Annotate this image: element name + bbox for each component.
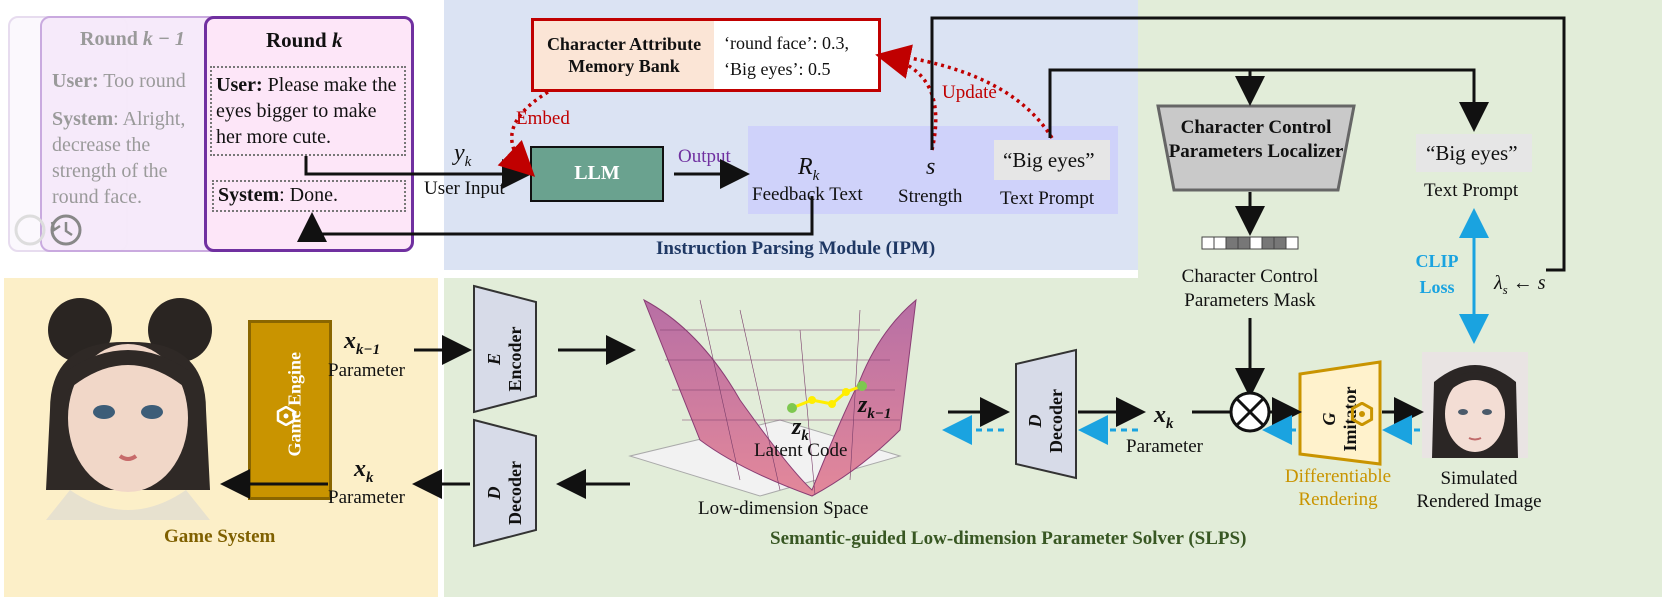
prompt-value-slps: “Big eyes” bbox=[1426, 141, 1518, 165]
low-dim-space-label: Low-dimension Space bbox=[698, 498, 869, 519]
llm-label: LLM bbox=[574, 162, 620, 184]
diff-render-label-2: Rendering bbox=[1298, 489, 1378, 510]
lambda-assign: λs ← s bbox=[1494, 272, 1546, 297]
simulated-label-2: Rendered Image bbox=[1416, 491, 1542, 512]
embed-label: Embed bbox=[516, 108, 570, 129]
s-symbol: s bbox=[926, 154, 936, 180]
output-label: Output bbox=[678, 146, 731, 167]
memory-entry-1: ‘round face’: 0.3, bbox=[724, 33, 849, 53]
current-round-title: Round k bbox=[266, 28, 343, 52]
prompt-value-ipm: “Big eyes” bbox=[1003, 148, 1095, 172]
simulated-face-image bbox=[1422, 352, 1528, 458]
prev-user-message: User: Too round bbox=[52, 70, 186, 92]
parameter-label-2: Parameter bbox=[328, 487, 406, 508]
llm-box bbox=[530, 146, 664, 202]
user-input-label: User Input bbox=[424, 178, 505, 199]
diff-render-label-1: Differentiable bbox=[1284, 466, 1392, 487]
ipm-title: Instruction Parsing Module (IPM) bbox=[656, 238, 936, 259]
r-symbol: Rk bbox=[798, 154, 820, 184]
x-km1-symbol: xk−1 bbox=[344, 328, 381, 358]
prompt-box-slps bbox=[1416, 134, 1532, 172]
prev-round-title: Round k − 1 bbox=[80, 28, 185, 50]
latent-code-label: Latent Code bbox=[754, 440, 848, 461]
game-character-portrait bbox=[10, 290, 240, 520]
simulated-label-1: Simulated bbox=[1440, 468, 1518, 489]
system-message: System: Done. bbox=[218, 184, 338, 206]
unity-icon bbox=[276, 406, 296, 426]
system-message-box bbox=[212, 180, 406, 212]
user-message: User: Please make the eyes bigger to mak… bbox=[216, 74, 397, 148]
text-prompt-label-ipm: Text Prompt bbox=[1000, 188, 1095, 209]
mask-label-1: Character Control bbox=[1181, 266, 1319, 287]
update-label: Update bbox=[942, 82, 997, 103]
prompt-box-ipm bbox=[994, 140, 1110, 180]
user-message-box bbox=[210, 66, 406, 156]
z-km1-symbol: zk−1 bbox=[858, 392, 892, 422]
parameter-label-3: Parameter bbox=[1126, 436, 1204, 457]
parameter-label-1: Parameter bbox=[328, 360, 406, 381]
prev-system-message: System: Alright, decrease the strength o… bbox=[52, 108, 186, 208]
imitator-unity-icon bbox=[1350, 402, 1374, 426]
memory-bank: Character Attribute Memory Bank ‘round f… bbox=[531, 18, 881, 92]
z-k-symbol: zk bbox=[792, 414, 809, 444]
text-prompt-label-slps: Text Prompt bbox=[1424, 180, 1519, 201]
localizer-label: Character Control Parameters Localizer bbox=[1168, 117, 1344, 162]
memory-entry-2: ‘Big eyes’: 0.5 bbox=[724, 59, 831, 79]
memory-bank-title: Character Attribute Memory Bank bbox=[546, 34, 702, 76]
slps-title: Semantic-guided Low-dimension Parameter … bbox=[770, 528, 1247, 549]
x-k-symbol-left: xk bbox=[354, 456, 374, 486]
feedback-label: Feedback Text bbox=[752, 184, 863, 205]
x-k-symbol-right: xk bbox=[1154, 402, 1174, 432]
mask-label-2: Parameters Mask bbox=[1184, 290, 1316, 311]
strength-label: Strength bbox=[898, 186, 963, 207]
y-symbol: yk bbox=[454, 140, 472, 170]
game-system-title: Game System bbox=[164, 526, 276, 547]
clip-loss-label: CLIP Loss bbox=[1415, 251, 1459, 297]
